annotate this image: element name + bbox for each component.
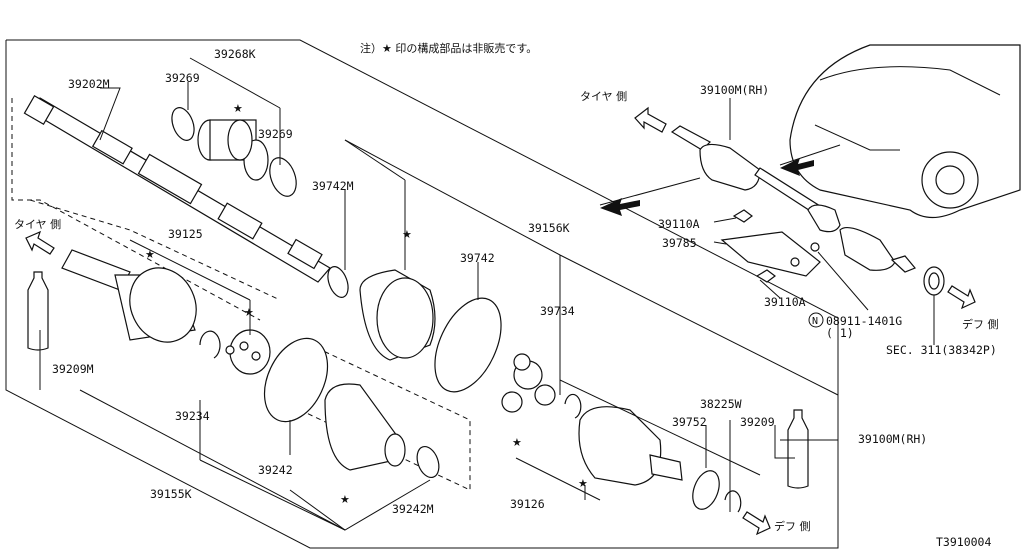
vehicle-illustration (789, 44, 1021, 219)
band-39742 (434, 297, 502, 393)
figure-id: T3910004 (936, 535, 991, 549)
arrow-tire-top (634, 106, 667, 133)
star-mark: ★ (512, 436, 522, 449)
circlip-38225W (724, 490, 742, 513)
dashed-group-left (11, 98, 261, 321)
label-39242: 39242 (258, 463, 293, 477)
damper-39268K (197, 119, 269, 181)
label-sec311: SEC. 311(38342P) (886, 343, 997, 357)
grease-tube-right (787, 409, 809, 489)
snap-ring-39234 (199, 330, 221, 359)
label-39202M: 39202M (68, 77, 110, 91)
star-mark: ★ (233, 102, 243, 115)
star-mark: ★ (340, 493, 350, 506)
label-39209M: 39209M (52, 362, 94, 376)
snap-ring-39734 (564, 393, 582, 419)
leader-lines (39, 57, 935, 531)
star-mark: ★ (578, 477, 588, 490)
label-39110A: 39110A (658, 217, 700, 231)
bolt-39110A-bottom (755, 269, 776, 283)
star-mark: ★ (244, 306, 254, 319)
label-39269: 39269 (258, 127, 293, 141)
boot-outer (324, 383, 406, 471)
boot-band-a (171, 107, 195, 141)
label-39209: 39209 (740, 415, 775, 429)
direction-diff-right: デフ 側 (962, 317, 999, 331)
star-mark: ★ (145, 248, 155, 261)
tripod-joint (501, 353, 556, 413)
label-39234: 39234 (175, 409, 210, 423)
label-39742: 39742 (460, 251, 495, 265)
assembled-shaft (670, 125, 916, 273)
band-39242M (416, 445, 440, 479)
band-39242 (263, 337, 329, 423)
boot-inner (359, 269, 436, 361)
label-39100M-RH: 39100M(RH) (858, 432, 927, 446)
frame-outline (5, 39, 839, 549)
label-39156K: 39156K (528, 221, 570, 235)
ball-cage (225, 329, 271, 375)
label-39785: 39785 (662, 236, 697, 250)
bracket-39785 (720, 231, 821, 277)
circle-n-letter: N (812, 316, 818, 327)
note-text: 注）★ 印の構成部品は非販売です。 (360, 41, 537, 55)
arrow-vehicle (600, 158, 814, 216)
label-39126: 39126 (510, 497, 545, 511)
label-39734: 39734 (540, 304, 575, 318)
star-mark: ★ (402, 228, 412, 241)
arrow-tire-left (25, 230, 55, 255)
direction-diff-bottom: デフ 側 (774, 519, 811, 533)
drive-shaft (23, 95, 331, 283)
direction-tire-top: タイヤ 側 (580, 90, 627, 103)
label-39242M: 39242M (392, 502, 434, 516)
label-39100M-RH: 39100M(RH) (700, 83, 769, 97)
bolt-39110A-top (732, 209, 753, 223)
label-39742M: 39742M (312, 179, 354, 193)
label-quantity: ( 1) (826, 326, 854, 340)
seal-sec311 (923, 266, 945, 296)
arrow-diff-right (947, 285, 976, 310)
arrow-diff-bottom (742, 511, 771, 536)
boot-band-b (269, 157, 297, 197)
outer-joint-housing (61, 249, 197, 343)
label-39125: 39125 (168, 227, 203, 241)
label-39155K: 39155K (150, 487, 192, 501)
label-38225W: 38225W (700, 397, 742, 411)
label-39268K: 39268K (214, 47, 256, 61)
label-39269: 39269 (165, 71, 200, 85)
direction-tire-left: タイヤ 側 (14, 218, 61, 231)
label-39110A: 39110A (764, 295, 806, 309)
label-08911-1401G: 08911-1401G (826, 314, 902, 328)
oil-seal-39752 (692, 470, 720, 510)
inner-joint-housing (578, 406, 683, 486)
label-39752: 39752 (672, 415, 707, 429)
grease-tube-left (27, 271, 49, 351)
ring-39742M (327, 266, 349, 298)
circle-n-mark (808, 312, 824, 328)
